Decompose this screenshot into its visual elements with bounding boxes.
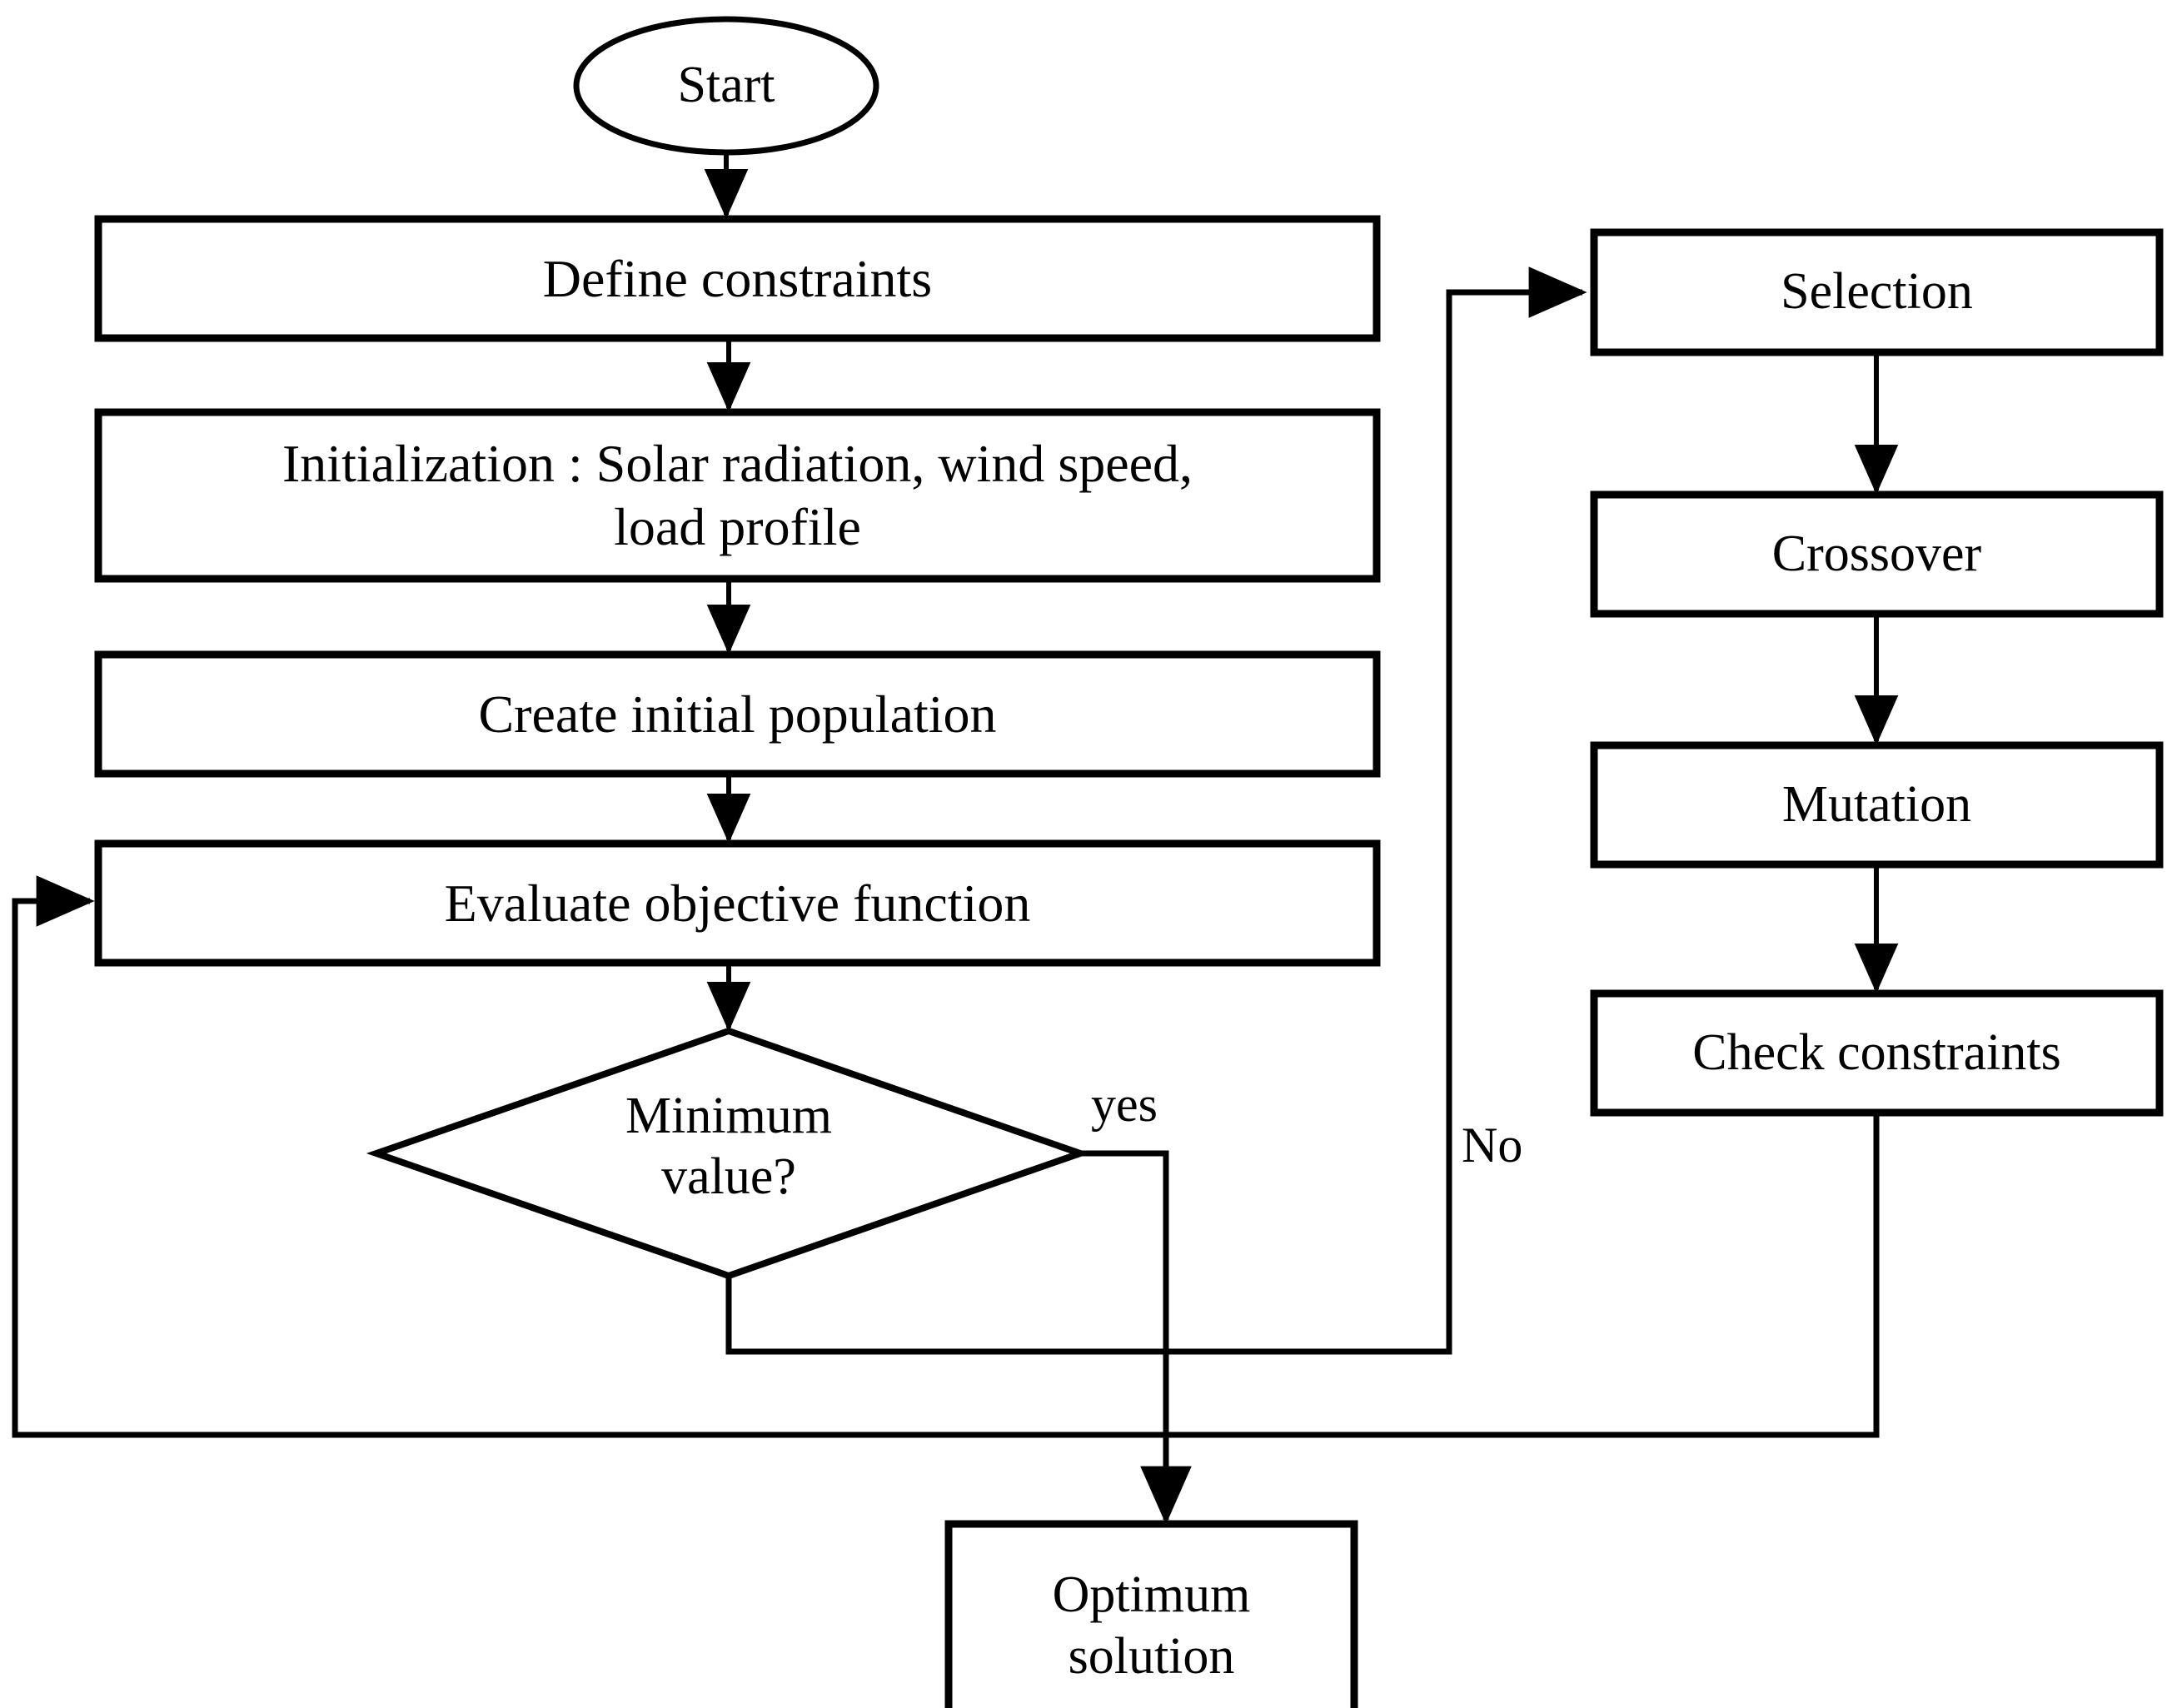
edge-label-yes: yes bbox=[1091, 1077, 1158, 1132]
minimum-value-diamond bbox=[366, 1027, 1091, 1280]
mutation-box bbox=[1590, 741, 2164, 869]
connector-yes-branch-to-optimum bbox=[1080, 1150, 1192, 1525]
connector-no-branch-to-selection bbox=[725, 266, 1587, 1355]
evaluate-objective-function-box bbox=[94, 839, 1381, 967]
check-constraints-box bbox=[1590, 989, 2164, 1117]
initialization-box bbox=[94, 408, 1381, 583]
selection-box bbox=[1590, 228, 2164, 356]
create-initial-population-box bbox=[94, 650, 1381, 778]
edge-label-no: No bbox=[1462, 1118, 1523, 1173]
start-ellipse bbox=[573, 16, 879, 156]
optimum-solution-box bbox=[944, 1520, 1358, 1708]
crossover-box bbox=[1590, 490, 2164, 618]
connector-feedback-loop-to-evaluate bbox=[12, 875, 1880, 1438]
define-constraints-box bbox=[94, 215, 1381, 342]
